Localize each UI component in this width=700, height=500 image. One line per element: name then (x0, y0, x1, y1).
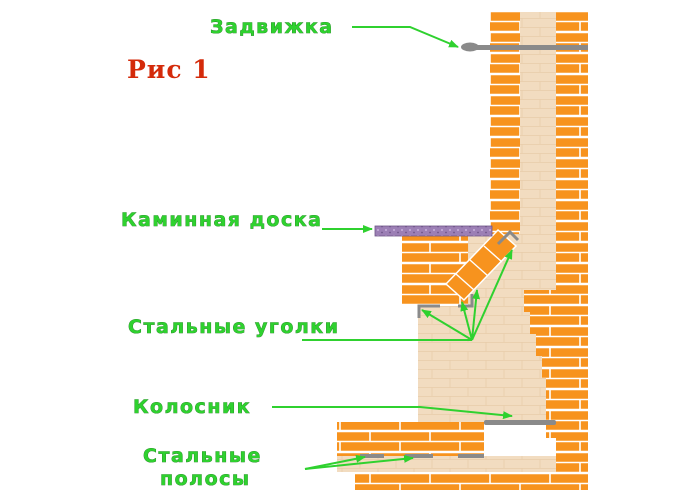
mantel-board (374, 225, 493, 237)
sloped-brick-lintel (444, 228, 518, 302)
label-steel-strips-2: полосы (160, 468, 251, 490)
brick-masonry (337, 12, 588, 490)
label-steel-strips-1: Стальные (143, 445, 262, 467)
firebrick-lining (418, 12, 558, 422)
label-damper: Задвижка (210, 16, 334, 38)
label-mantel: Каминная доска (121, 209, 322, 231)
label-grate: Колосник (133, 396, 251, 418)
steel-strips (360, 454, 484, 458)
leader-lines (272, 26, 513, 470)
grate (484, 420, 556, 425)
figure-label: Рис 1 (127, 55, 211, 84)
damper (461, 42, 588, 52)
label-steel-angles: Стальные уголки (128, 316, 340, 338)
